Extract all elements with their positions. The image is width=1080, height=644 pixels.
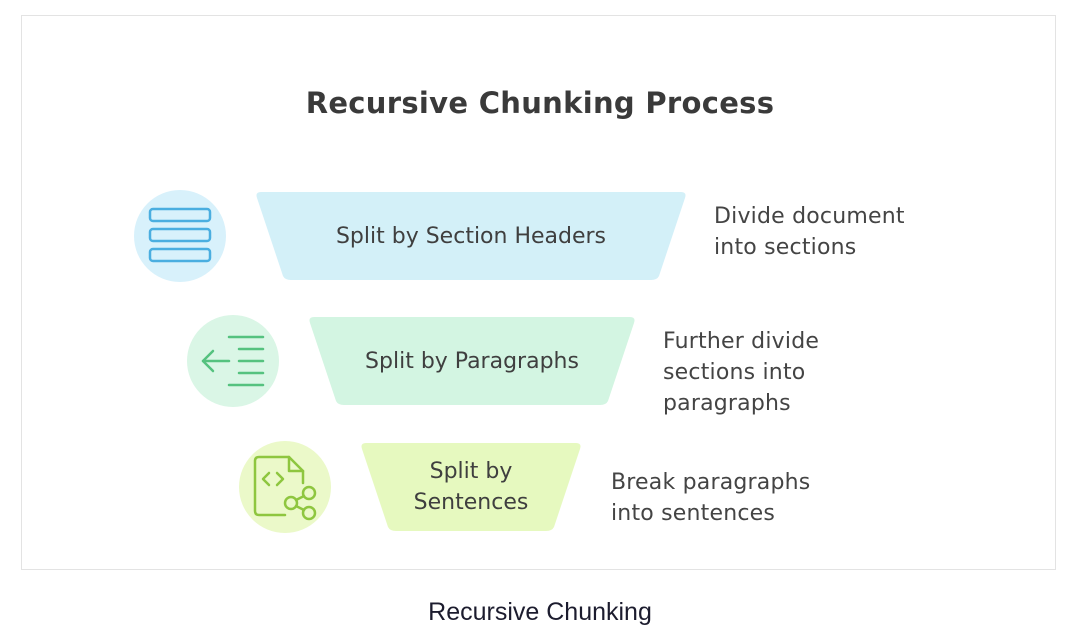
indent-arrow-icon <box>187 315 279 407</box>
step-3-shape: Split by Sentences <box>358 441 584 533</box>
step-1-label: Split by Section Headers <box>335 223 607 249</box>
step-2-shape: Split by Paragraphs <box>306 315 638 407</box>
code-share-icon <box>239 441 331 533</box>
step-1-shape: Split by Section Headers <box>253 190 689 282</box>
step-2-description: Further divide sections into paragraphs <box>663 329 820 416</box>
figure-caption: Recursive Chunking <box>428 598 652 626</box>
step-1-icon-circle <box>134 190 226 282</box>
list-rows-icon <box>134 190 226 282</box>
step-3-icon-circle <box>239 441 331 533</box>
step-2-label: Split by Paragraphs <box>365 348 579 374</box>
step-1-description: Divide document into sections <box>714 204 905 260</box>
step-3-label: Split by Sentences <box>413 459 529 515</box>
step-3-description: Break paragraphs into sentences <box>611 470 811 526</box>
step-2-icon-circle <box>187 315 279 407</box>
diagram-title: Recursive Chunking Process <box>305 86 775 120</box>
